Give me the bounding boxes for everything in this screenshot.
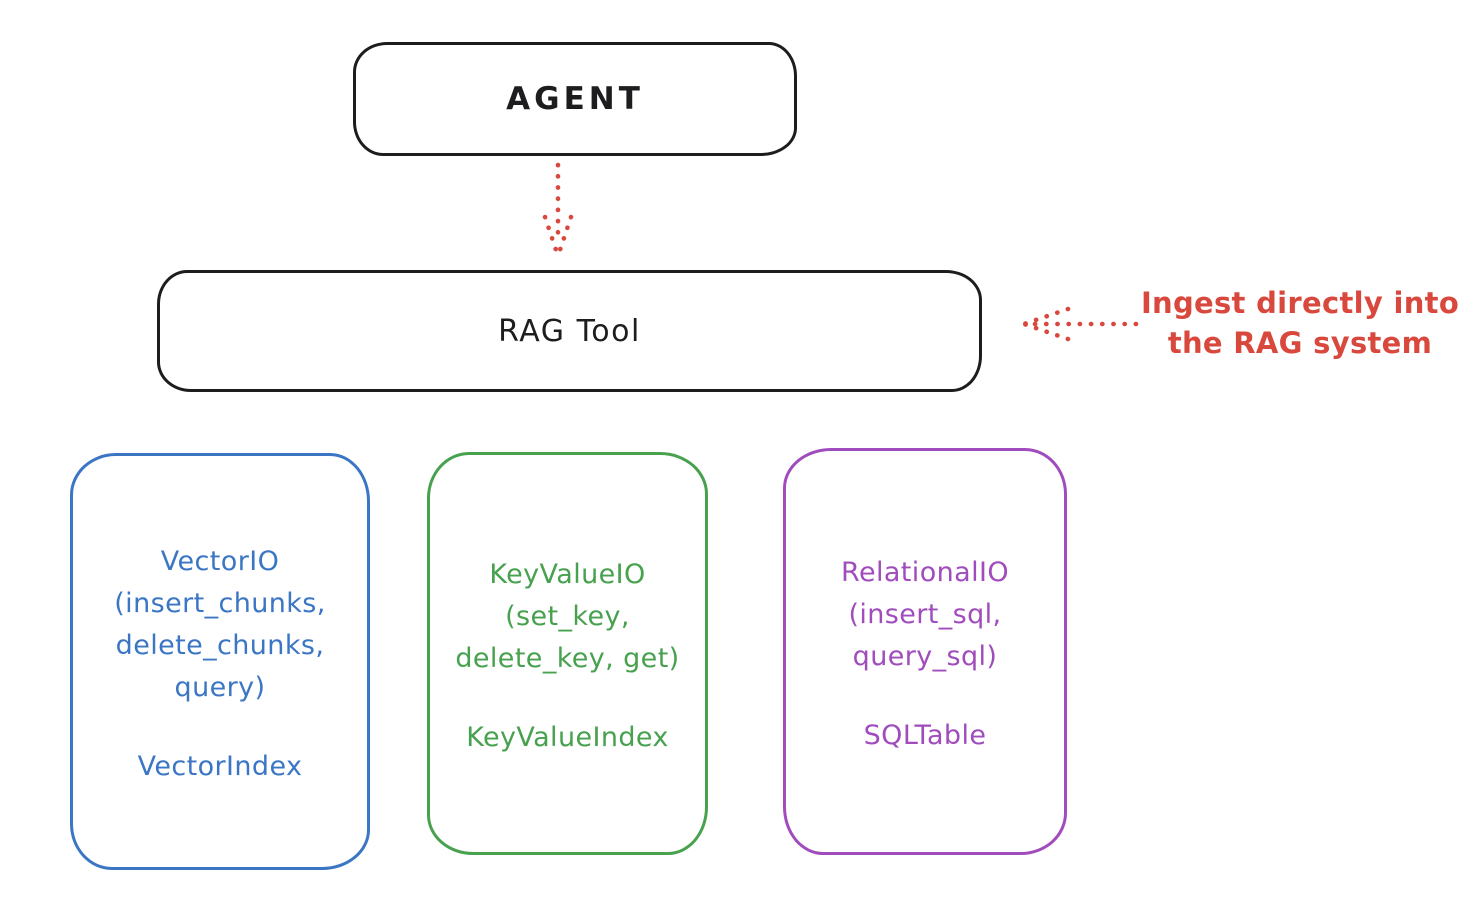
rag-tool-node-label: RAG Tool <box>498 313 641 349</box>
storage-node-vector-io: VectorIO (insert_chunks, delete_chunks, … <box>70 453 370 870</box>
relational-io-api-label: RelationalIO (insert_sql, query_sql) <box>841 557 1009 672</box>
agent-node-label: AGENT <box>506 81 644 117</box>
arrow-left-icon <box>1016 303 1142 345</box>
vector-io-api-label: VectorIO (insert_chunks, delete_chunks, … <box>114 546 326 703</box>
storage-node-relational-io: RelationalIO (insert_sql, query_sql) SQL… <box>783 448 1067 855</box>
rag-tool-node: RAG Tool <box>157 270 982 392</box>
keyvalue-io-index-label: KeyValueIndex <box>466 721 669 753</box>
vector-io-index-label: VectorIndex <box>137 750 303 782</box>
ingest-annotation: Ingest directly into the RAG system <box>1140 286 1460 361</box>
keyvalue-io-api-label: KeyValueIO (set_key, delete_key, get) <box>455 559 680 674</box>
arrow-down-icon <box>540 161 576 263</box>
storage-node-keyvalue-io: KeyValueIO (set_key, delete_key, get) Ke… <box>427 452 708 855</box>
relational-io-index-label: SQLTable <box>863 719 987 751</box>
agent-node: AGENT <box>353 42 797 156</box>
